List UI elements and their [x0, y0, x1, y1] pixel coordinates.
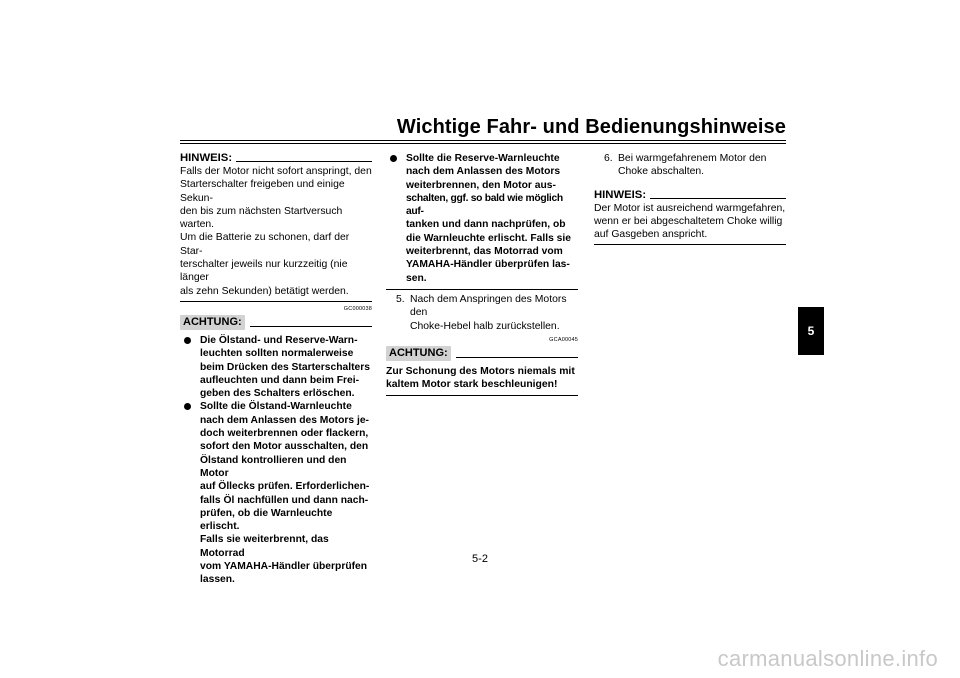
page-number: 5-2 — [472, 553, 488, 565]
warning-end-rule — [386, 288, 578, 290]
bullet-line: auf Öllecks prüfen. Erforderlichen- — [200, 481, 370, 493]
bullet-icon — [184, 403, 191, 411]
bullet-line: doch weiterbrennen oder flackern, — [200, 428, 369, 440]
bullet-line: nach dem Anlassen des Motors je- — [200, 414, 369, 426]
bullet-line: Sollte die Reserve-Warnleuchte — [406, 153, 560, 164]
note-line: terschalter jeweils nur kurzzeitig (nie … — [180, 259, 348, 284]
warning-header: ACHTUNG: — [386, 345, 578, 361]
bullet-line: tanken und dann nachprüfen, ob — [406, 219, 566, 231]
bullet-line: sofort den Motor ausschalten, den — [200, 441, 369, 453]
warning-bullet-list-continued: Sollte die Reserve-Warnleuchte nach dem … — [386, 152, 578, 285]
note-line: als zehn Sekunden) betätigt werden. — [180, 285, 349, 297]
bullet-item: Sollte die Reserve-Warnleuchte nach dem … — [386, 152, 578, 285]
step-item-6: 6. Bei warmgefahrenem Motor den Choke ab… — [594, 152, 786, 179]
note-header-rule — [236, 161, 372, 162]
step-line: Choke-Hebel halb zurückstellen. — [410, 320, 560, 332]
bullet-line: Falls sie weiterbrennt, das Motorrad — [200, 534, 329, 559]
warning-end-rule — [386, 395, 578, 397]
warning-header-rule — [249, 325, 372, 327]
section-code: GCA00045 — [549, 336, 578, 343]
bullet-line: aufleuchten und dann beim Frei- — [200, 374, 360, 386]
note-header: HINWEIS: — [594, 189, 786, 202]
bullet-line: sen. — [406, 272, 427, 284]
note-end-rule — [594, 244, 786, 246]
warning-bullet-list: Die Ölstand- und Reserve-Warn- leuchten … — [180, 334, 372, 587]
bullet-icon — [184, 336, 191, 344]
bullet-line: Sollte die Ölstand-Warnleuchte — [200, 401, 352, 413]
section-code: GC000038 — [343, 305, 372, 312]
warning-text: Zur Schonung des Motors niemals mit kalt… — [386, 365, 578, 392]
bullet-line: die Warnleuchte erlischt. Falls sie — [406, 232, 571, 244]
warning-header-rule — [455, 356, 578, 358]
bullet-line: lassen. — [200, 574, 235, 586]
bullet-line: nach dem Anlassen des Motors — [406, 166, 561, 178]
warning-header: ACHTUNG: — [180, 314, 372, 330]
bullet-item: Die Ölstand- und Reserve-Warn- leuchten … — [180, 334, 372, 400]
step-item-5: 5. Nach dem Anspringen des Motors den Ch… — [386, 293, 578, 333]
note-header-rule — [650, 197, 786, 199]
column-2: Sollte die Reserve-Warnleuchte nach dem … — [386, 152, 578, 397]
bullet-line: weiterbrennt, das Motorrad vom — [406, 246, 563, 258]
note-text: Der Motor ist ausreichend warmgefahren, … — [594, 202, 786, 242]
column-3: 6. Bei warmgefahrenem Motor den Choke ab… — [594, 152, 786, 246]
step-number: 5. — [396, 293, 405, 305]
note-line: den bis zum nächsten Startversuch warten… — [180, 205, 343, 231]
note-line: auf Gasgeben anspricht. — [594, 229, 708, 241]
bullet-line: prüfen, ob die Warnleuchte erlischt. — [200, 507, 333, 533]
bullet-line: leuchten sollten normalerweise — [200, 348, 354, 360]
note-label: HINWEIS: — [594, 188, 647, 201]
page-title: Wichtige Fahr- und Bedienungshinweise — [396, 116, 786, 138]
warning-label: ACHTUNG: — [180, 314, 245, 330]
title-rule — [180, 140, 786, 144]
warning-line: kaltem Motor stark beschleunigen! — [386, 379, 558, 391]
note-header: HINWEIS: — [180, 152, 372, 165]
bullet-line: weiterbrennen, den Motor aus- — [406, 179, 556, 191]
step-line: Bei warmgefahrenem Motor den — [618, 153, 767, 164]
note-line: wenn er bei abgeschaltetem Choke willig — [594, 215, 783, 227]
bullet-line: beim Drücken des Starterschalters — [200, 361, 370, 373]
bullet-line: Ölstand kontrollieren und den Motor — [200, 454, 347, 479]
step-line: Choke abschalten. — [618, 166, 705, 178]
note-end-rule — [180, 300, 372, 302]
bullet-line: vom YAMAHA-Händler überprüfen — [200, 561, 368, 573]
note-text: Falls der Motor nicht sofort anspringt, … — [180, 165, 372, 298]
column-1: HINWEIS: Falls der Motor nicht sofort an… — [180, 152, 372, 587]
step-list: 5. Nach dem Anspringen des Motors den Ch… — [386, 293, 578, 333]
warning-label: ACHTUNG: — [386, 345, 451, 361]
note-line: Der Motor ist ausreichend warmgefahren, — [594, 202, 786, 214]
step-line: Nach dem Anspringen des Motors den — [410, 293, 567, 319]
step-number: 6. — [604, 153, 613, 164]
bullet-item: Sollte die Ölstand-Warnleuchte nach dem … — [180, 400, 372, 586]
note-line: Um die Batterie zu schonen, darf der Sta… — [180, 232, 350, 257]
warning-line: Zur Schonung des Motors niemals mit — [386, 365, 575, 377]
chapter-tab: 5 — [798, 307, 824, 355]
watermark: carmanualsonline.info — [717, 646, 938, 671]
bullet-line: geben des Schalters erlöschen. — [200, 388, 355, 400]
bullet-line: falls Öl nachfüllen und dann nach- — [200, 494, 369, 506]
bullet-line: YAMAHA-Händler überprüfen las- — [406, 259, 570, 271]
note-line: Starterschalter freigeben und einige Sek… — [180, 179, 345, 204]
chapter-number: 5 — [807, 324, 815, 338]
note-line: Falls der Motor nicht sofort anspringt, … — [180, 166, 372, 177]
bullet-line: Die Ölstand- und Reserve-Warn- — [200, 334, 358, 346]
step-list: 6. Bei warmgefahrenem Motor den Choke ab… — [594, 152, 786, 179]
bullet-icon — [390, 155, 397, 162]
note-label: HINWEIS: — [180, 152, 233, 164]
bullet-line: schalten, ggf. so bald wie möglich auf- — [406, 192, 563, 218]
